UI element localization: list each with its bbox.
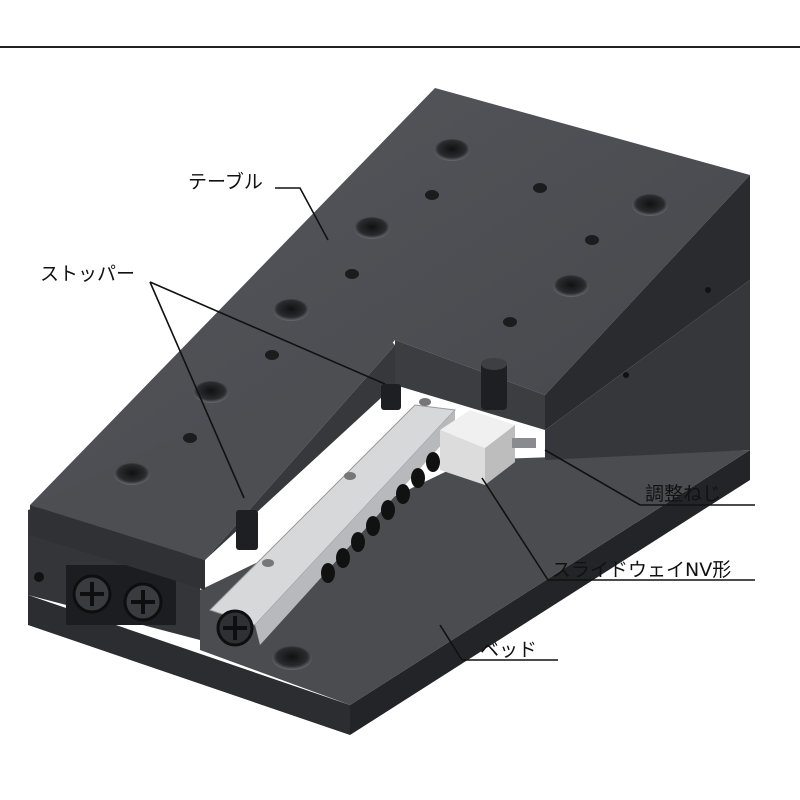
- tap-hole: [183, 433, 197, 443]
- label-adjust-screw: 調整ねじ: [645, 483, 721, 505]
- bed-front-face: [28, 595, 350, 735]
- roller-icon: [336, 548, 350, 568]
- label-slideway: スライドウェイNV形: [552, 559, 731, 581]
- roller-icon: [351, 532, 365, 552]
- stopper-pin: [381, 384, 401, 410]
- rail-mount-hole: [344, 472, 356, 480]
- table-right-lower: [545, 280, 750, 460]
- stopper-bolt: [481, 362, 507, 410]
- table-right-face: [545, 175, 750, 430]
- stoppers: [236, 358, 507, 550]
- roller-icon: [426, 452, 440, 472]
- table-holes: [114, 139, 668, 485]
- counterbore-hole-icon: [632, 194, 668, 216]
- roller-icon: [411, 468, 425, 488]
- screw-cross: [80, 582, 104, 606]
- tap-hole: [345, 269, 359, 279]
- adjust-screw-shaft: [512, 438, 536, 448]
- table-front-face: [30, 505, 205, 590]
- screw-cross: [223, 616, 247, 640]
- roller-icon: [321, 563, 335, 583]
- leader-table: [275, 187, 329, 241]
- block-top: [440, 410, 515, 448]
- tap-hole: [425, 190, 439, 200]
- rollers: [321, 452, 440, 583]
- label-bed: ベッド: [480, 639, 537, 661]
- slideway-rail: [209, 398, 457, 647]
- figure-frame: [0, 46, 800, 788]
- table-inner-wall: [395, 340, 545, 430]
- leader-adjust-screw: [544, 449, 755, 506]
- table-top-left-strip: [30, 340, 395, 560]
- rail-side: [255, 410, 455, 645]
- leader-stopper-b: [149, 281, 245, 499]
- counterbore-hole-icon: [553, 275, 589, 297]
- screw-cross: [131, 590, 155, 614]
- tap-hole: [585, 235, 599, 245]
- block-front: [440, 430, 485, 485]
- counterbore-hole-icon: [273, 299, 309, 321]
- label-table: テーブル: [188, 170, 263, 193]
- leader-bed: [439, 624, 558, 661]
- bed-right-face: [350, 450, 750, 735]
- roller-icon: [381, 500, 395, 520]
- counterbore-hole-icon: [114, 463, 150, 485]
- tap-hole: [503, 317, 517, 327]
- roller-icon: [366, 516, 380, 536]
- block-side: [485, 425, 515, 485]
- bed-top-face: [200, 450, 750, 705]
- rail-mount-hole: [262, 559, 274, 567]
- leader-lines: [149, 187, 755, 661]
- side-hole: [705, 287, 711, 293]
- roller-icon: [396, 484, 410, 504]
- rail-mount-hole: [419, 398, 431, 406]
- bed-mount-hole: [272, 646, 312, 670]
- counterbore-hole-icon: [354, 217, 390, 239]
- stopper-pin: [236, 510, 258, 550]
- label-stopper: ストッパー: [40, 263, 135, 285]
- leader-slideway: [481, 477, 755, 581]
- table-inner-left-wall: [205, 345, 395, 560]
- tap-hole: [265, 350, 279, 360]
- tap-hole: [533, 183, 547, 193]
- table: [30, 88, 750, 590]
- side-hole: [623, 372, 629, 378]
- counterbore-hole-icon: [434, 139, 470, 161]
- leader-stopper-a: [149, 281, 386, 385]
- counterbore-hole-icon: [193, 381, 229, 403]
- adjust-block: [440, 410, 536, 485]
- bed-side-hole-1: [34, 572, 44, 582]
- stopper-bolt-head: [481, 358, 507, 370]
